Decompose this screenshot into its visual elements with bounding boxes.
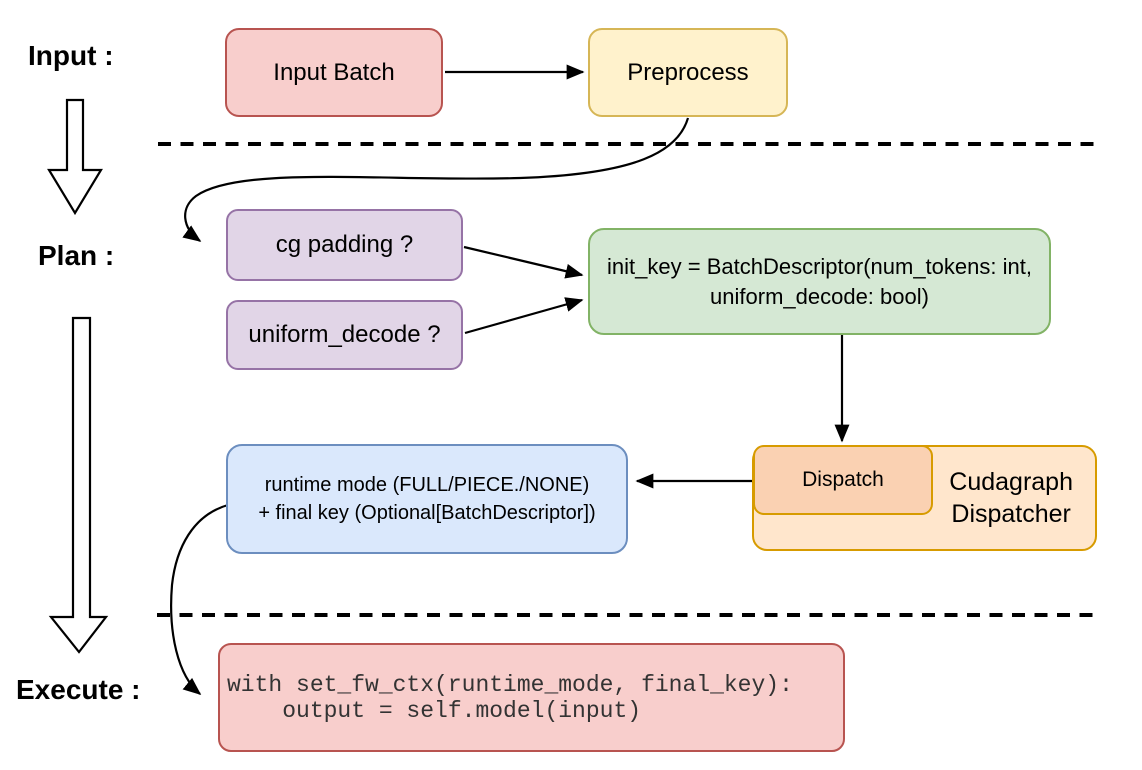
node-cudagraph-dispatcher-line1: Cudagraph [949, 468, 1073, 496]
stage-label-execute: Execute : [16, 674, 141, 705]
node-input-batch: Input Batch [225, 28, 443, 117]
node-runtime-mode: runtime mode (FULL/PIECE./NONE) + final … [226, 444, 628, 554]
node-execute-code: with set_fw_ctx(runtime_mode, final_key)… [218, 643, 845, 752]
node-init-key-line2: uniform_decode: bool) [710, 283, 929, 309]
edge-uniform-decode-to-init-key [464, 297, 584, 335]
node-input-batch-label: Input Batch [273, 58, 395, 86]
node-init-key-line1: init_key = BatchDescriptor(num_tokens: i… [607, 253, 1032, 279]
stage-label-input: Input : [28, 40, 114, 71]
node-runtime-mode-line1: runtime mode (FULL/PIECE./NONE) [264, 474, 590, 496]
node-cudagraph-dispatcher-line2: Dispatcher [951, 500, 1071, 528]
node-dispatch: Dispatch [753, 445, 933, 515]
execute-code-line2: output = self.model(input) [227, 697, 642, 724]
node-cg-padding: cg padding ? [226, 209, 463, 281]
node-dispatch-label: Dispatch [802, 467, 884, 491]
stage-label-plan: Plan : [38, 240, 115, 271]
execute-code-line1: with set_fw_ctx(runtime_mode, final_key)… [227, 671, 793, 698]
flow-arrow-input-to-plan [47, 98, 103, 216]
node-uniform-decode-label: uniform_decode ? [248, 321, 441, 348]
edge-cg-padding-to-init-key [463, 245, 584, 279]
node-preprocess-label: Preprocess [627, 58, 749, 86]
node-runtime-mode-line2: + final key (Optional[BatchDescriptor]) [258, 502, 596, 524]
flow-arrow-plan-to-execute [48, 316, 109, 654]
node-cg-padding-label: cg padding ? [275, 231, 414, 258]
node-init-key: init_key = BatchDescriptor(num_tokens: i… [588, 228, 1051, 335]
node-preprocess: Preprocess [588, 28, 788, 117]
node-uniform-decode: uniform_decode ? [226, 300, 463, 370]
